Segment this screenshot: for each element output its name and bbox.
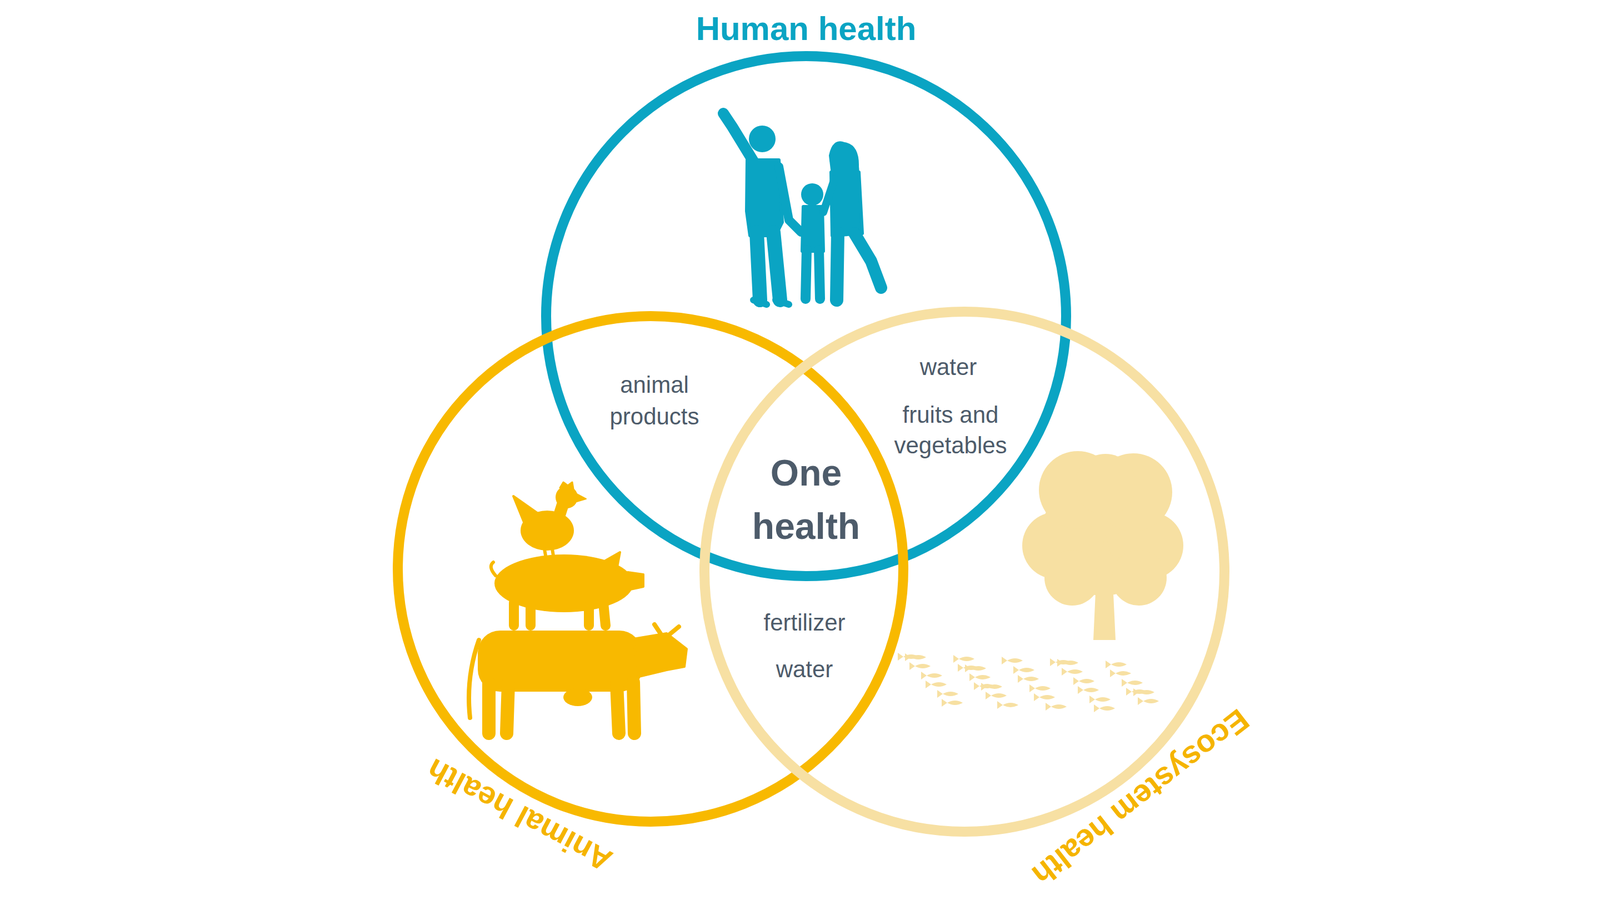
farm-animals <box>468 482 687 734</box>
fish <box>909 662 931 670</box>
overlap-label: animal products <box>598 369 710 433</box>
fish <box>1013 666 1035 674</box>
fish <box>981 682 1003 691</box>
fish <box>925 680 947 689</box>
fish <box>905 653 927 662</box>
overlap-label: fertilizer <box>737 607 872 639</box>
fish <box>997 701 1019 709</box>
fish <box>1017 675 1039 683</box>
tree-silhouette <box>1022 451 1184 640</box>
fish <box>1137 697 1159 705</box>
fish <box>1105 660 1127 669</box>
fish <box>1093 704 1115 713</box>
fish <box>985 691 1007 700</box>
venn-circle: Ecosystem health <box>699 306 1230 837</box>
overlap-label: water <box>892 352 1004 383</box>
circle-ring <box>397 316 904 822</box>
fish <box>921 671 943 680</box>
fish <box>1033 693 1055 702</box>
fish <box>1089 695 1111 704</box>
fish <box>1057 658 1079 667</box>
fish <box>1061 667 1083 676</box>
center-title: One health <box>739 446 873 553</box>
fish <box>937 690 959 698</box>
fish <box>1110 669 1132 678</box>
fish <box>1077 686 1099 694</box>
fish <box>1073 677 1095 685</box>
people-silhouette <box>723 113 882 305</box>
fish <box>953 655 975 663</box>
fish <box>969 673 991 682</box>
overlap-label: water <box>737 654 872 685</box>
fish <box>941 698 963 707</box>
overlap-label: fruits and vegetables <box>883 400 1018 461</box>
circle-heading: Human health <box>696 12 917 46</box>
circle-heading: Ecosystem health <box>1026 703 1255 891</box>
fish <box>1121 678 1143 687</box>
fish-school <box>897 652 1159 713</box>
fish <box>1045 702 1067 711</box>
circle-ring <box>704 311 1225 832</box>
fish <box>965 664 987 673</box>
fish <box>1029 684 1051 693</box>
fish <box>1001 656 1023 665</box>
circle-outline <box>699 306 1230 837</box>
fish <box>1133 688 1155 697</box>
